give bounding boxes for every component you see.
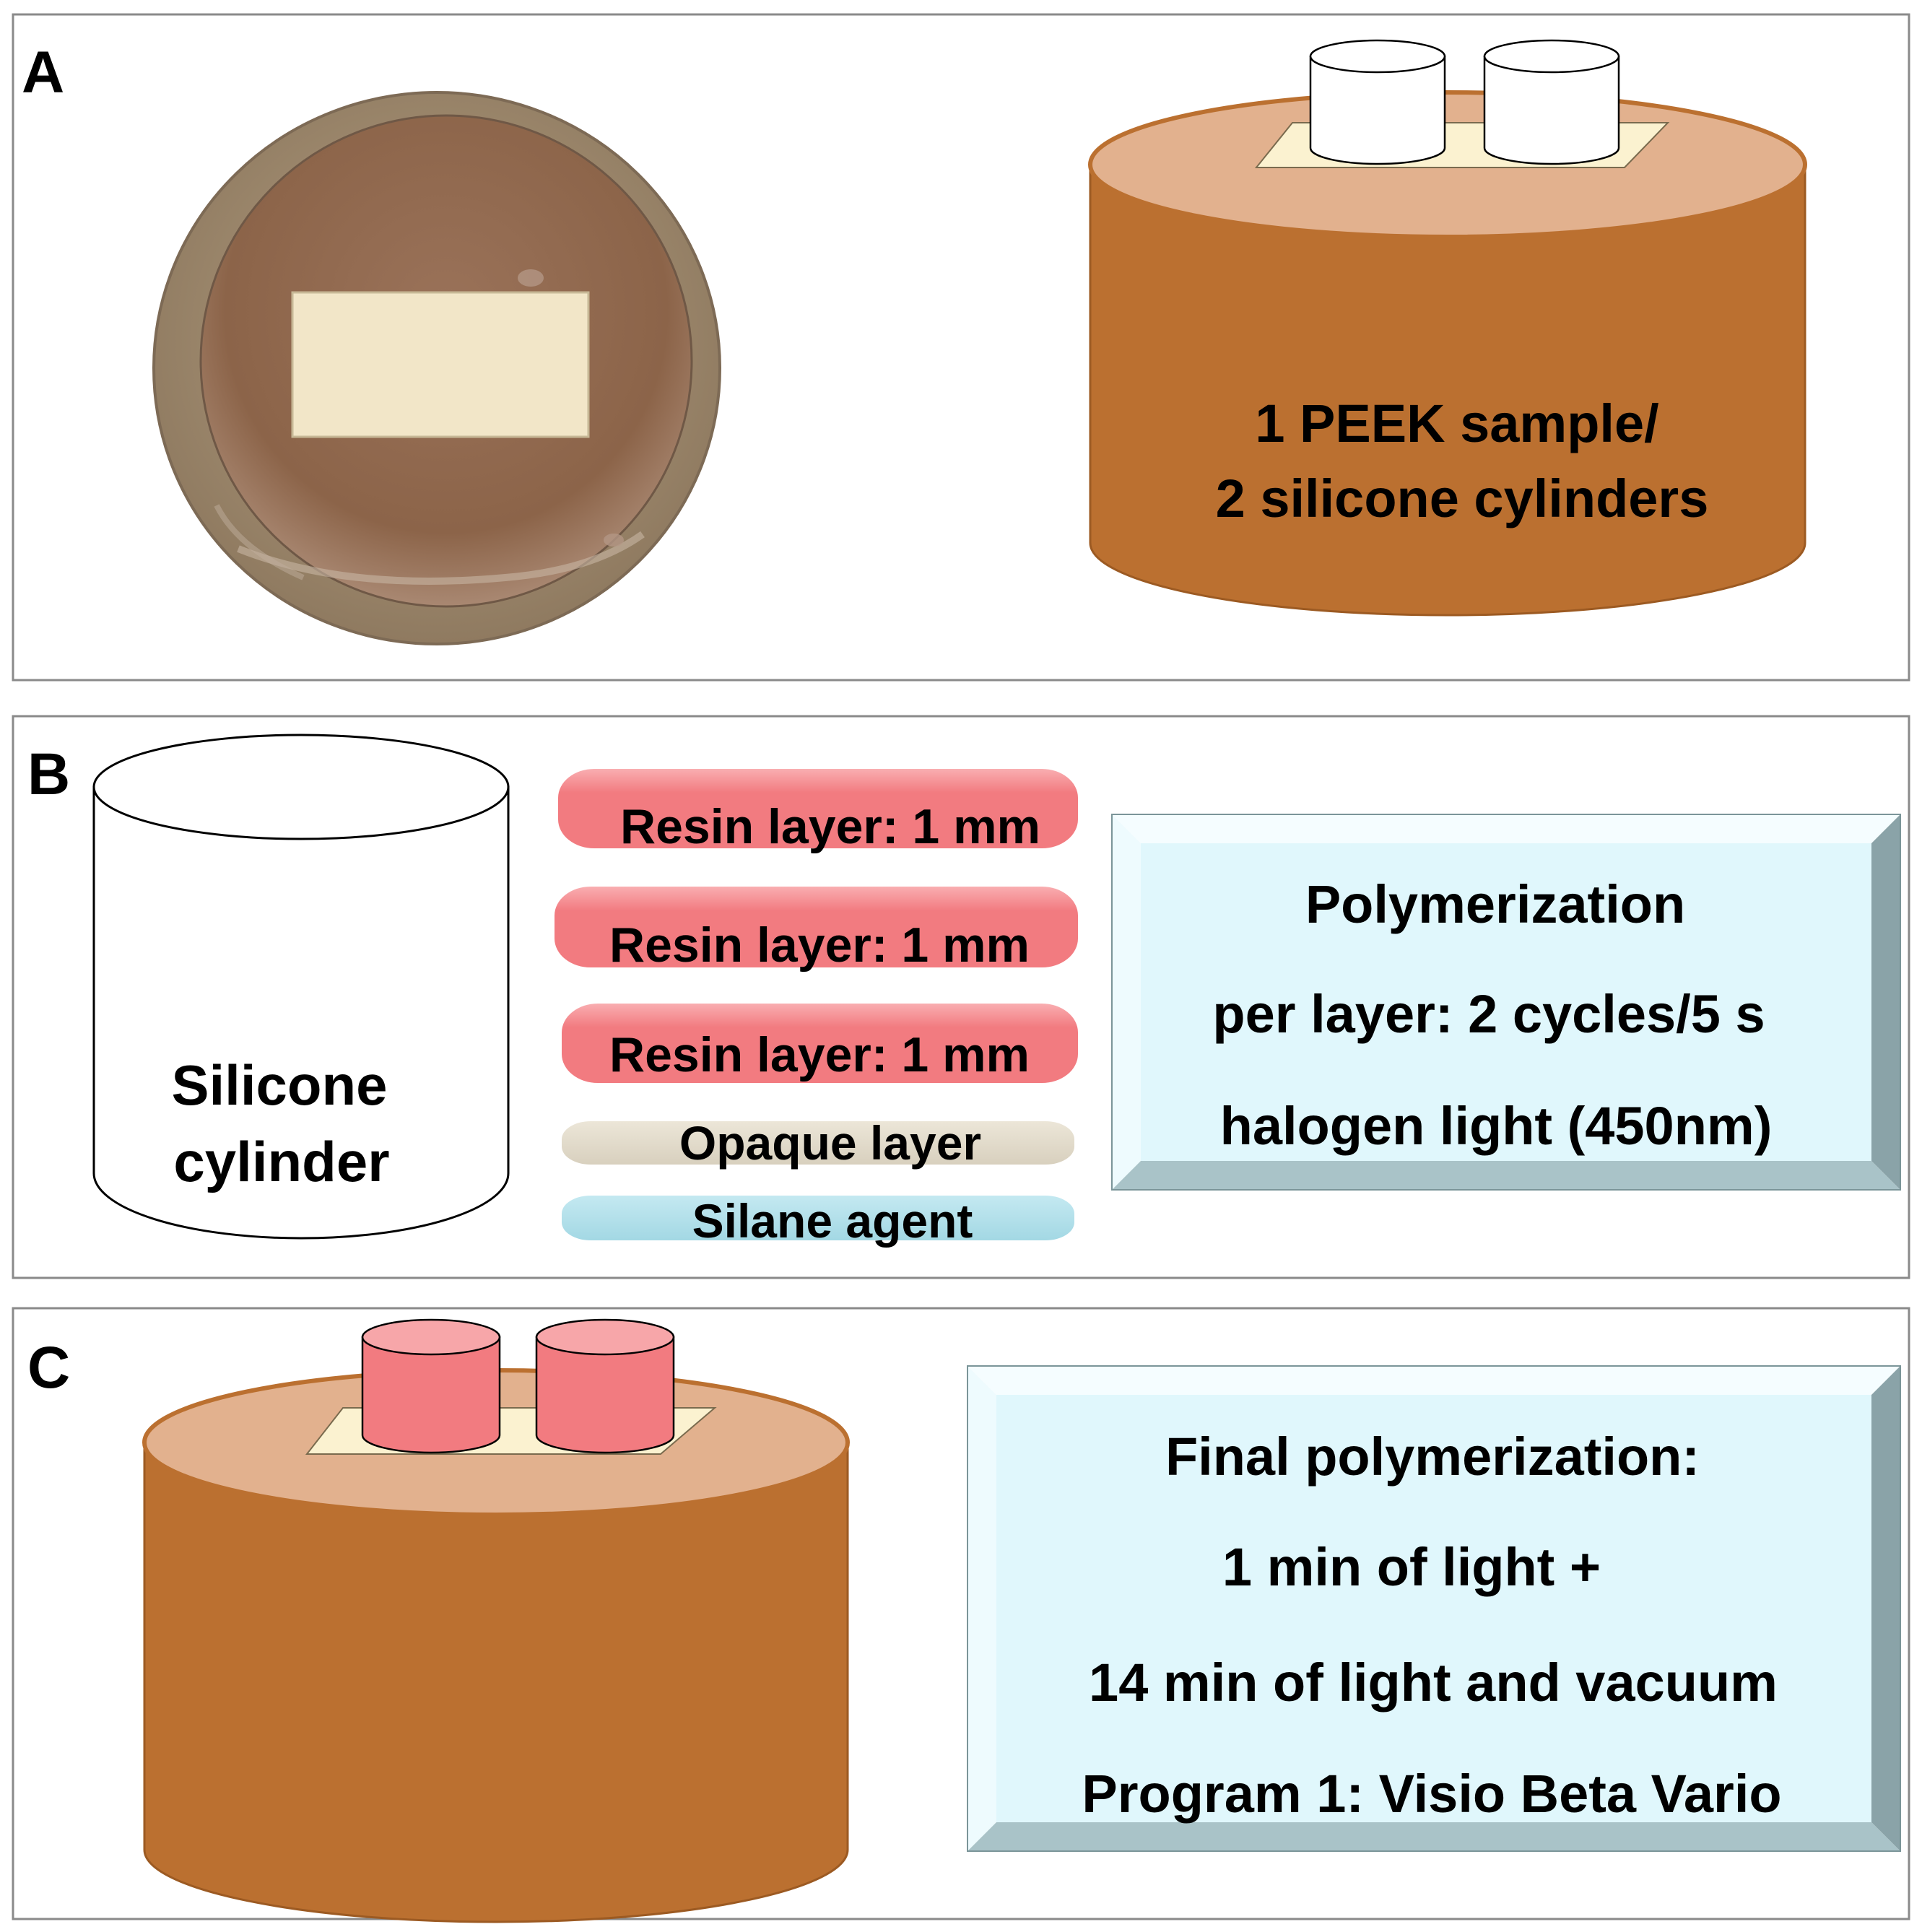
- opaque-layer: Opaque layer: [562, 1116, 1074, 1170]
- resin-layer-label: Resin layer: 1 mm: [609, 1027, 1030, 1082]
- mold-with-resin-cylinders: [142, 1318, 850, 1923]
- silane-agent-label: Silane agent: [692, 1194, 973, 1248]
- panel-a-letter: A: [22, 40, 64, 105]
- resin-cylinder: [361, 1318, 501, 1454]
- polymerization-title: Polymerization: [1305, 874, 1685, 934]
- silicone-cylinder-label-line1: Silicone: [171, 1053, 387, 1117]
- mold-caption-line1: 1 PEEK sample/: [1255, 393, 1658, 453]
- peek-sample: [291, 291, 590, 438]
- panel-c-letter: C: [27, 1335, 70, 1401]
- final-polymerization-line2: 1 min of light +: [1222, 1537, 1601, 1597]
- resin-layer: Resin layer: 1 mm: [562, 1004, 1078, 1083]
- silicone-cylinder: [1309, 39, 1446, 165]
- resin-layer-label: Resin layer: 1 mm: [609, 918, 1030, 972]
- silicone-cylinder-large: Silicone cylinder: [92, 734, 510, 1240]
- final-polymerization-title: Final polymerization:: [1165, 1427, 1700, 1487]
- silicone-cylinder-label-line2: cylinder: [173, 1130, 389, 1193]
- polymerization-info-box: Polymerization per layer: 2 cycles/5 s h…: [1111, 814, 1901, 1191]
- polymerization-line2: per layer: 2 cycles/5 s: [1212, 984, 1765, 1044]
- panel-c: C Final polymerization: 1 min of l: [12, 1307, 1910, 1923]
- resin-cylinder: [535, 1318, 675, 1454]
- panel-b: B Silicone cylinder Resin layer: 1 mm Re…: [12, 715, 1910, 1279]
- silane-agent-layer: Silane agent: [562, 1194, 1074, 1248]
- panel-b-letter: B: [27, 741, 70, 807]
- final-polymerization-info-box: Final polymerization: 1 min of light + 1…: [967, 1365, 1901, 1852]
- resin-layer-label: Resin layer: 1 mm: [620, 799, 1040, 854]
- silicone-cylinder: [1483, 39, 1620, 165]
- embedded-peek-sample-photo: [152, 91, 721, 645]
- mold-with-silicone-cylinders: 1 PEEK sample/ 2 silicone cylinders: [1088, 39, 1807, 617]
- final-polymerization-line4: Program 1: Visio Beta Vario: [1082, 1764, 1781, 1824]
- mold-caption-line2: 2 silicone cylinders: [1216, 469, 1709, 528]
- final-polymerization-line3: 14 min of light and vacuum: [1089, 1653, 1778, 1713]
- panel-a: A 1 PEEK sample/ 2 s: [12, 13, 1910, 682]
- resin-layer: Resin layer: 1 mm: [558, 769, 1078, 854]
- opaque-layer-label: Opaque layer: [679, 1116, 981, 1170]
- polymerization-line3: halogen light (450nm): [1220, 1096, 1773, 1156]
- resin-layer: Resin layer: 1 mm: [555, 887, 1078, 972]
